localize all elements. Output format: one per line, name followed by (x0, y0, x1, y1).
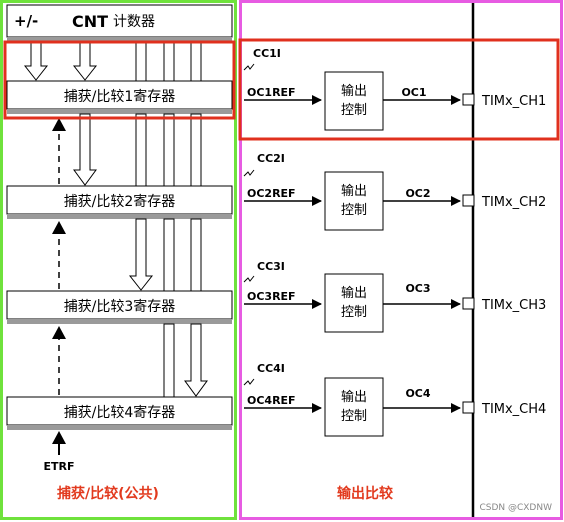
output-control-box-2 (324, 171, 384, 231)
output-control-box-1 (324, 71, 384, 131)
counter-sign: +/- (14, 12, 38, 30)
pin-square-2 (462, 194, 475, 207)
output-control-box-3 (324, 273, 384, 333)
output-control-text-2b: 控制 (341, 203, 367, 218)
channel-2: CC2I OC2REF 输出 控制 OC2 TIMx_CH2 (243, 152, 546, 231)
hollow-arrow-to-reg2 (73, 113, 97, 186)
data-path-arrows (23, 40, 208, 398)
channel-out-2: OC2 (405, 187, 430, 200)
counter-suffix: 计数器 (113, 14, 155, 30)
data-bus-column-4 (190, 40, 202, 82)
channel-ref-3: OC3REF (247, 290, 296, 303)
capture-trigger-arrows (52, 118, 66, 455)
interrupt-flag-icon (243, 275, 255, 283)
data-bus-column-2 (135, 40, 147, 82)
register-block-3: 捕获/比较3寄存器 (6, 290, 233, 324)
counter-shadow (7, 37, 232, 41)
common-section-frame (0, 0, 237, 520)
hollow-arrow-to-reg1b (72, 40, 98, 81)
channel-ref-1: OC1REF (247, 86, 296, 99)
register-block-1: 捕获/比较1寄存器 (6, 80, 233, 114)
channel-pin-2: TIMx_CH2 (481, 195, 546, 210)
output-control-text-2a: 输出 (341, 183, 367, 199)
register-label-2: 捕获/比较2寄存器 (64, 193, 176, 210)
caption-output-compare: 输出比较 (337, 485, 393, 502)
pin-square-3 (462, 297, 475, 310)
interrupt-flag-icon (243, 378, 255, 386)
output-control-box-4 (324, 377, 384, 437)
channel-pin-4: TIMx_CH4 (481, 402, 546, 417)
counter-label: CNT (72, 12, 108, 31)
highlight-channel-1 (238, 38, 560, 141)
caption-common: 捕获/比较(公共) (57, 485, 159, 502)
pin-square-1 (462, 93, 475, 106)
channel-ref-2: OC2REF (247, 187, 296, 200)
channel-ref-4: OC4REF (247, 394, 296, 407)
channel-pin-3: TIMx_CH3 (481, 298, 546, 313)
output-compare-section-frame (239, 0, 563, 520)
interrupt-flag-icon (243, 169, 255, 177)
register-block-4: 捕获/比较4寄存器 (6, 396, 233, 430)
hollow-arrow-to-reg1 (23, 40, 49, 81)
channel-1: CC1I OC1REF 输出 控制 OC1 TIMx_CH1 (243, 47, 546, 131)
channel-flag-1: CC1I (253, 47, 281, 60)
channel-out-4: OC4 (405, 387, 430, 400)
output-control-text-3a: 输出 (341, 285, 367, 301)
channel-out-3: OC3 (405, 282, 430, 295)
etrf-label: ETRF (43, 460, 74, 473)
register-label-4: 捕获/比较4寄存器 (64, 404, 176, 421)
channel-pin-1: TIMx_CH1 (481, 94, 546, 109)
register-label-3: 捕获/比较3寄存器 (64, 298, 176, 315)
output-control-text-1b: 控制 (341, 103, 367, 118)
channel-flag-3: CC3I (257, 260, 285, 273)
data-bus-column-3 (163, 40, 175, 82)
register-label-1: 捕获/比较1寄存器 (64, 88, 176, 105)
interrupt-flag-icon (243, 63, 255, 71)
channel-4: CC4I OC4REF 输出 控制 OC4 TIMx_CH4 (243, 362, 546, 437)
channel-3: CC3I OC3REF 输出 控制 OC3 TIMx_CH3 (243, 260, 546, 333)
hollow-arrow-to-reg4 (184, 323, 208, 397)
register-block-2: 捕获/比较2寄存器 (6, 185, 233, 219)
channel-flag-4: CC4I (257, 362, 285, 375)
highlight-register-1 (3, 40, 236, 120)
pin-square-4 (462, 401, 475, 414)
channel-out-1: OC1 (401, 86, 426, 99)
channel-flag-2: CC2I (257, 152, 285, 165)
output-control-text-3b: 控制 (341, 305, 367, 320)
watermark: CSDN @CXDNW (479, 503, 552, 513)
output-control-text-1a: 输出 (341, 83, 367, 99)
output-control-text-4b: 控制 (341, 409, 367, 424)
hollow-arrow-to-reg3 (128, 218, 154, 291)
output-control-text-4a: 输出 (341, 389, 367, 405)
